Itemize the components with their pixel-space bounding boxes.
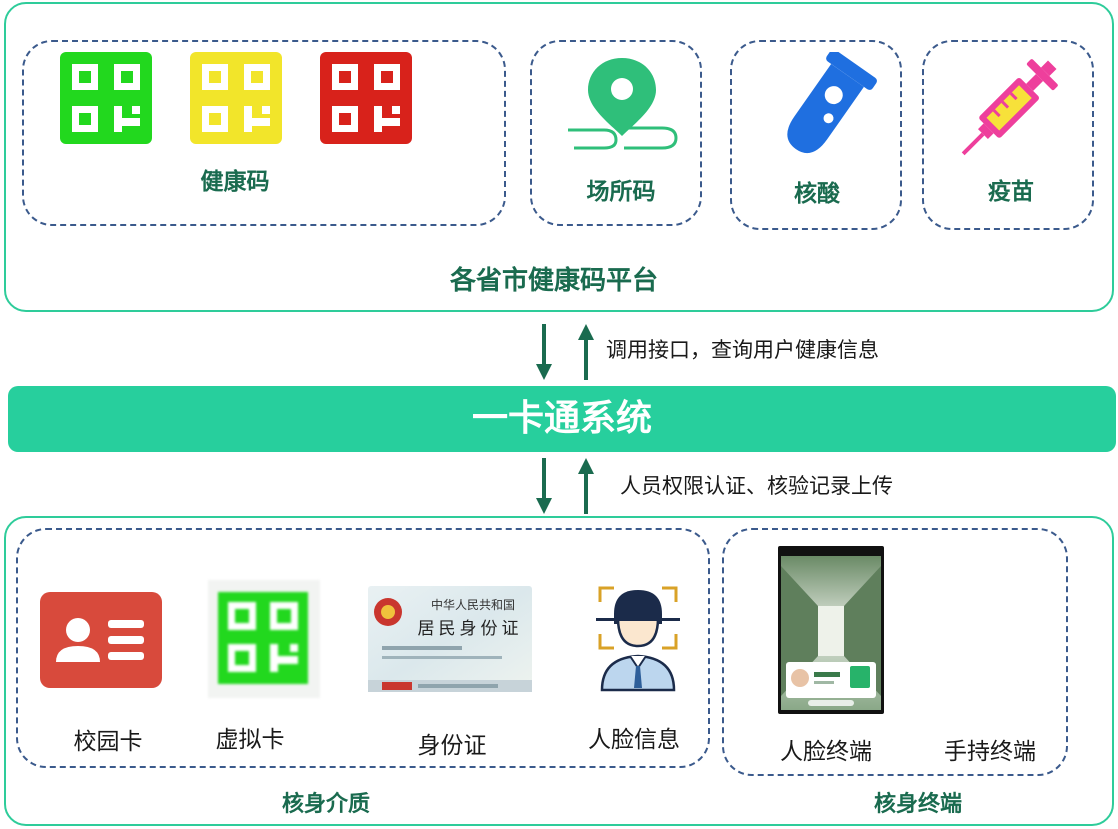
virtual-card-label: 虚拟卡 <box>215 727 285 753</box>
vaccine-label: 疫苗 <box>988 179 1034 205</box>
up-arrow-icon <box>578 324 594 380</box>
face-scan-icon <box>596 586 680 692</box>
nucleic-acid-label: 核酸 <box>794 181 840 207</box>
id-document-icon <box>368 586 532 692</box>
verify-media-title: 核身介质 <box>281 792 370 817</box>
verify-terminal-title: 核身终端 <box>873 792 962 817</box>
face-terminal-label: 人脸终端 <box>780 739 872 765</box>
health-code-group <box>22 40 506 226</box>
face-info-label: 人脸信息 <box>588 727 680 753</box>
green-qr-icon <box>60 52 152 144</box>
face-terminal-device <box>778 546 884 714</box>
upper-arrow-note: 调用接口，查询用户健康信息 <box>606 338 879 362</box>
down-arrow-icon <box>536 324 552 380</box>
id-card-line-2: 居民身份证 <box>417 619 523 639</box>
vaccine-group <box>922 40 1094 230</box>
yellow-qr-icon <box>190 52 282 144</box>
id-card-line-1: 中华人民共和国 <box>430 598 515 612</box>
syringe-icon <box>961 59 1058 156</box>
id-card-label: 身份证 <box>417 733 487 759</box>
verify-terminal-group <box>722 528 1068 776</box>
one-card-system-bar: 一卡通系统 <box>8 386 1116 452</box>
location-pin-icon <box>568 58 678 150</box>
health-code-label: 健康码 <box>200 169 270 195</box>
test-tube-icon <box>787 52 877 154</box>
handheld-terminal-label: 手持终端 <box>944 739 1036 765</box>
virtual-card-qr-icon <box>208 580 320 698</box>
venue-code-label: 场所码 <box>586 179 656 205</box>
campus-card-label: 校园卡 <box>73 729 143 755</box>
verify-media-group <box>16 528 710 768</box>
nucleic-acid-group <box>730 40 902 230</box>
lower-arrow-note: 人员权限认证、核验记录上传 <box>620 474 893 498</box>
down-arrow-icon <box>536 458 552 514</box>
red-qr-icon <box>320 52 412 144</box>
system-title: 一卡通系统 <box>471 398 652 439</box>
id-card-icon <box>40 592 162 688</box>
up-arrow-icon <box>578 458 594 514</box>
platform-title: 各省市健康码平台 <box>449 266 658 296</box>
venue-code-group <box>530 40 702 226</box>
